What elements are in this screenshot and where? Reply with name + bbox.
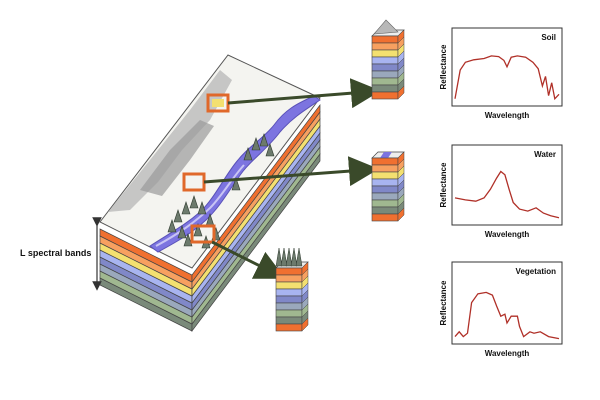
tree-icon [231,177,241,191]
tree-icon [285,247,293,267]
tree-icon [181,201,191,215]
column-band [371,213,399,222]
pixel-spectra-columns [275,19,405,332]
vegetation-sample-box [190,224,216,244]
chart-frame [451,144,563,226]
column-band [371,178,399,187]
column-band [371,84,399,93]
soil-region [108,70,232,212]
column-band [275,302,303,311]
band-layer [191,103,321,284]
scene-top-layer [99,54,321,269]
chart-xlabel: Wavelength [485,349,530,358]
spectral-band-stack [99,103,321,333]
column-band [371,157,399,166]
chart-ylabel: Reflectance [439,162,448,207]
column-band [371,185,399,194]
tree-icon [197,201,207,215]
column-band [371,199,399,208]
tree-icon [265,143,275,157]
chart-title: Soil [541,33,556,42]
forest-region [167,133,275,249]
chart-title: Water [534,150,556,159]
tree-icon [177,225,187,239]
column-band [275,281,303,290]
chart-xlabel: Wavelength [485,230,530,239]
chart-ylabel: Reflectance [439,44,448,89]
reflectance-curve [454,170,560,219]
tree-icon [189,195,199,209]
column-band [371,70,399,79]
chart-xlabel: Wavelength [485,111,530,120]
column-band [371,164,399,173]
column-band [371,206,399,215]
column-band [371,56,399,65]
tree-icon [193,223,203,237]
soil-pointer-arrow [227,78,381,109]
chart-title: Vegetation [516,267,557,276]
tree-icon [173,209,183,223]
column-band [371,42,399,51]
tree-icon [295,247,303,267]
chart-frame [451,261,563,345]
column-band [371,63,399,72]
column-band [275,295,303,304]
column-band [275,316,303,325]
vegetation-pixel-column [275,247,309,332]
tree-icon [290,247,298,267]
chart-ylabel: Reflectance [439,280,448,325]
column-band [275,323,303,332]
tree-icon [259,133,269,147]
bands-label: L spectral bands [20,248,91,258]
column-band [275,288,303,297]
column-band [275,274,303,283]
reflectance-charts: SoilWavelengthReflectanceWaterWavelength… [439,27,563,358]
soil-pixel-column [371,19,405,100]
tree-icon [275,247,283,267]
column-band [371,35,399,44]
reflectance-curve [454,55,560,101]
tree-icon [183,233,193,247]
column-band [371,171,399,180]
reflectance-curve [454,291,560,340]
tree-icon [251,137,261,151]
column-band [275,309,303,318]
tree-icon [167,219,177,233]
column-band [371,91,399,100]
water-pointer-arrow [203,156,379,187]
column-band [371,192,399,201]
river [149,95,321,253]
water-pixel-column [371,151,405,222]
tree-icon [243,147,253,161]
column-band [275,267,303,276]
vegetation-pointer-arrow [211,240,286,279]
column-band [371,49,399,58]
column-band [371,77,399,86]
tree-icon [280,247,288,267]
